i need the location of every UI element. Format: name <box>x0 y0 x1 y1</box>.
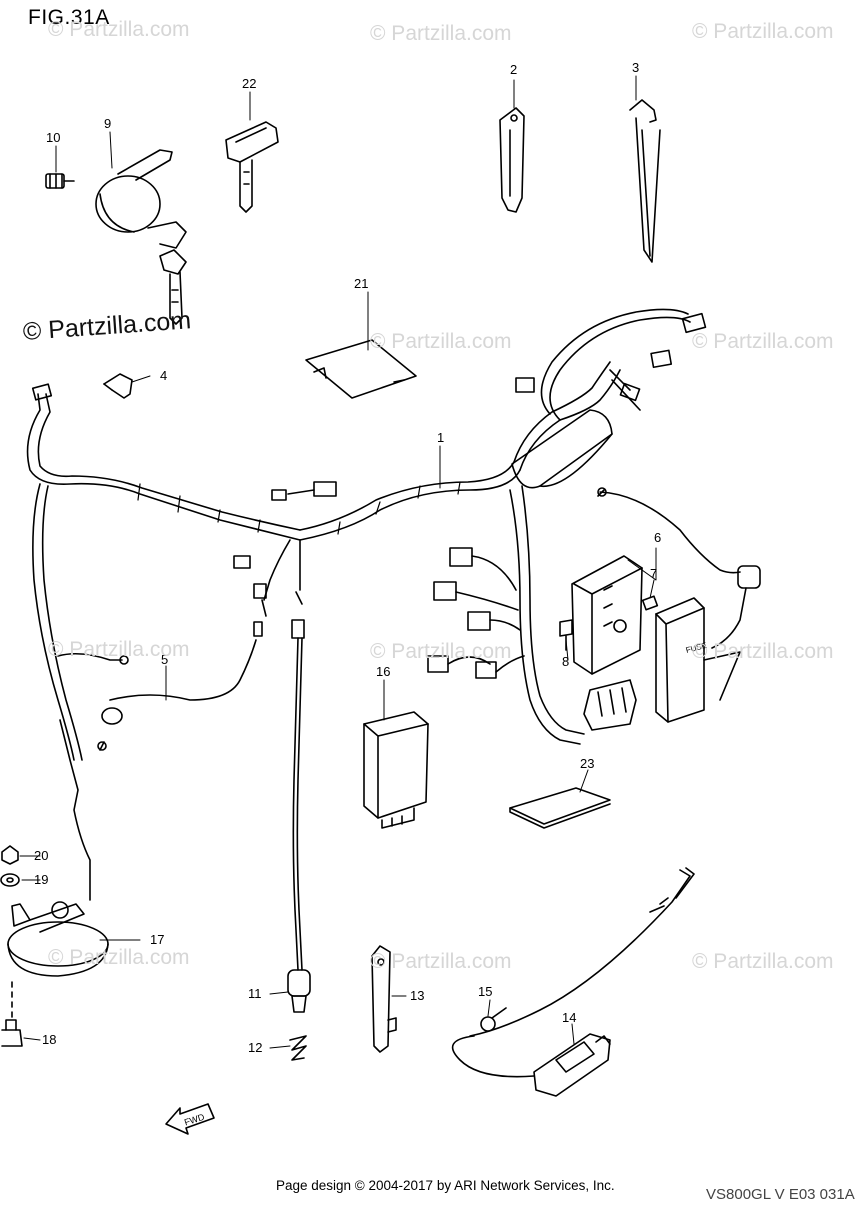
callout-12: 12 <box>248 1040 262 1055</box>
callout-19: 19 <box>34 872 48 887</box>
page-footer-credit: Page design © 2004-2017 by ARI Network S… <box>276 1178 615 1193</box>
watermark: © Partzilla.com <box>370 22 512 45</box>
callout-11: 11 <box>248 986 262 1001</box>
watermark: © Partzilla.com <box>48 946 190 969</box>
watermark: © Partzilla.com <box>692 330 834 353</box>
clamp-2-part <box>499 107 525 213</box>
callout-13: 13 <box>410 988 424 1003</box>
relay-part <box>363 711 429 829</box>
watermark: © Partzilla.com <box>370 950 512 973</box>
callout-18: 18 <box>42 1032 56 1047</box>
watermark: © Partzilla.com <box>48 18 190 41</box>
watermark: © Partzilla.com <box>692 20 834 43</box>
callout-3: 3 <box>632 60 639 75</box>
screw-10-part <box>45 173 75 189</box>
callout-23: 23 <box>580 756 594 771</box>
washer-19-part <box>0 873 20 887</box>
watermark: © Partzilla.com <box>370 640 512 663</box>
label-sheet-23-part <box>509 787 611 829</box>
callout-14: 14 <box>562 1010 576 1025</box>
clamp-3-part <box>629 99 661 263</box>
ignition-switch-part <box>95 149 187 325</box>
callout-21: 21 <box>354 276 368 291</box>
callout-5: 5 <box>161 652 168 667</box>
wire-5-part <box>57 621 263 751</box>
switch-14-part <box>451 867 695 1097</box>
screw-15-part <box>480 1007 507 1032</box>
callout-6: 6 <box>654 530 661 545</box>
wire-11-part <box>287 619 311 1061</box>
horn-part <box>7 901 109 1021</box>
watermark: © Partzilla.com <box>48 638 190 661</box>
callout-1: 1 <box>437 430 444 445</box>
callout-7: 7 <box>650 566 657 581</box>
nut-20-part <box>1 845 19 865</box>
fwd-arrow-icon: FWD <box>165 1103 215 1135</box>
watermark: © Partzilla.com <box>692 640 834 663</box>
callout-10: 10 <box>46 130 60 145</box>
figure-title: FIG.31A <box>28 6 110 29</box>
callout-9: 9 <box>104 116 111 131</box>
callout-2: 2 <box>510 62 517 77</box>
diagram-code: VS800GL V E03 031A <box>706 1186 855 1203</box>
callout-numbers: 1 2 3 4 5 6 7 8 9 10 11 12 13 14 15 16 1… <box>34 60 661 1055</box>
callout-22: 22 <box>242 76 256 91</box>
watermark: © Partzilla.com <box>370 330 512 353</box>
callout-4: 4 <box>160 368 167 383</box>
callout-8: 8 <box>562 654 569 669</box>
callout-15: 15 <box>478 984 492 999</box>
callout-16: 16 <box>376 664 390 679</box>
callout-20: 20 <box>34 848 48 863</box>
clip-4-part <box>103 373 133 399</box>
watermark: © Partzilla.com <box>692 950 834 973</box>
key-part <box>225 121 279 213</box>
callout-17: 17 <box>150 932 164 947</box>
label-sheet-21-part <box>305 339 417 399</box>
clamp-13-part <box>371 945 397 1053</box>
leader-lines <box>19 75 657 1049</box>
horn-bolt-18-part <box>1 1019 23 1047</box>
fuse-box-part <box>559 487 761 731</box>
main-harness-part <box>26 308 707 901</box>
